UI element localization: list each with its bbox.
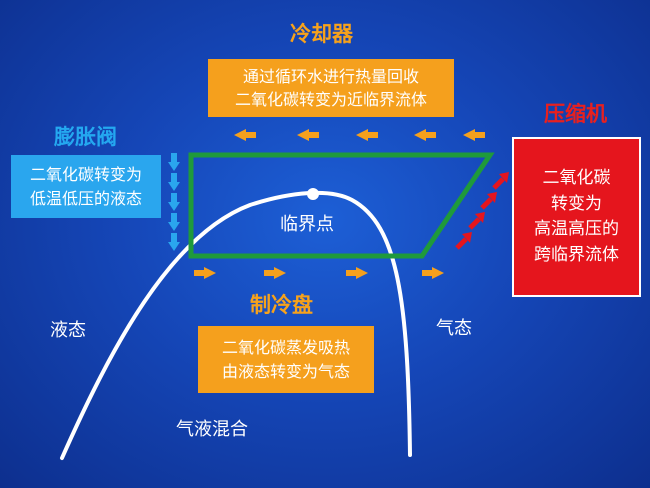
compressor-title: 压缩机 [544,102,607,126]
evaporator-line-2: 由液态转变为气态 [221,361,350,381]
gas-region-label: 气态 [436,318,472,339]
cooler-description-box: 通过循环水进行热量回收 二氧化碳转变为近临界流体 [208,59,454,117]
arrow-down [168,162,180,171]
compressor-description-box: 二氧化碳 转变为 高温高压的 跨临界流体 [512,137,641,297]
arrow-down [168,222,180,231]
arrow-left [463,129,475,141]
expansion-flow-arrows [168,153,180,251]
cooler-title: 冷却器 [290,22,353,46]
arrow-down [168,182,180,191]
arrow-down [168,202,180,211]
evaporator-line-1: 二氧化碳蒸发吸热 [221,338,350,358]
arrow-up-right [499,172,509,183]
arrow-right [274,267,286,279]
saturation-dome-curve [60,190,412,460]
arrow-right [204,267,216,279]
two-phase-region-label: 气液混合 [176,419,248,440]
arrow-right [356,267,368,279]
cooler-line-1: 通过循环水进行热量回收 [242,66,419,86]
critical-point-label: 临界点 [280,214,334,235]
evaporator-title: 制冷盘 [250,293,313,317]
compressor-flow-arrows [455,172,509,250]
expansion-valve-description-box: 二氧化碳转变为 低温低压的液态 [11,155,161,218]
arrow-up-right [462,232,472,243]
compressor-line-2: 转变为 [551,193,602,214]
liquid-region-label: 液态 [50,320,86,341]
arrow-up-right [475,212,485,223]
arrow-left [234,129,246,141]
cycle-outline [188,152,495,259]
expansion-valve-line-2: 低温低压的液态 [29,188,142,208]
expansion-valve-title: 膨胀阀 [54,125,117,149]
cooler-flow-arrows [234,129,485,141]
compressor-line-4: 跨临界流体 [534,244,619,265]
evaporator-description-box: 二氧化碳蒸发吸热 由液态转变为气态 [198,326,374,393]
expansion-valve-line-1: 二氧化碳转变为 [29,165,142,185]
arrow-up-right [487,192,497,203]
critical-point-dot [307,188,319,200]
arrow-left [297,129,309,141]
arrow-right [432,267,444,279]
arrow-left [414,129,426,141]
cooler-line-2: 二氧化碳转变为近临界流体 [234,90,427,109]
evaporator-flow-arrows [194,267,444,279]
compressor-line-1: 二氧化碳 [542,168,611,188]
arrow-left [356,129,368,141]
arrow-down [168,242,180,251]
compressor-line-3: 高温高压的 [534,219,619,239]
